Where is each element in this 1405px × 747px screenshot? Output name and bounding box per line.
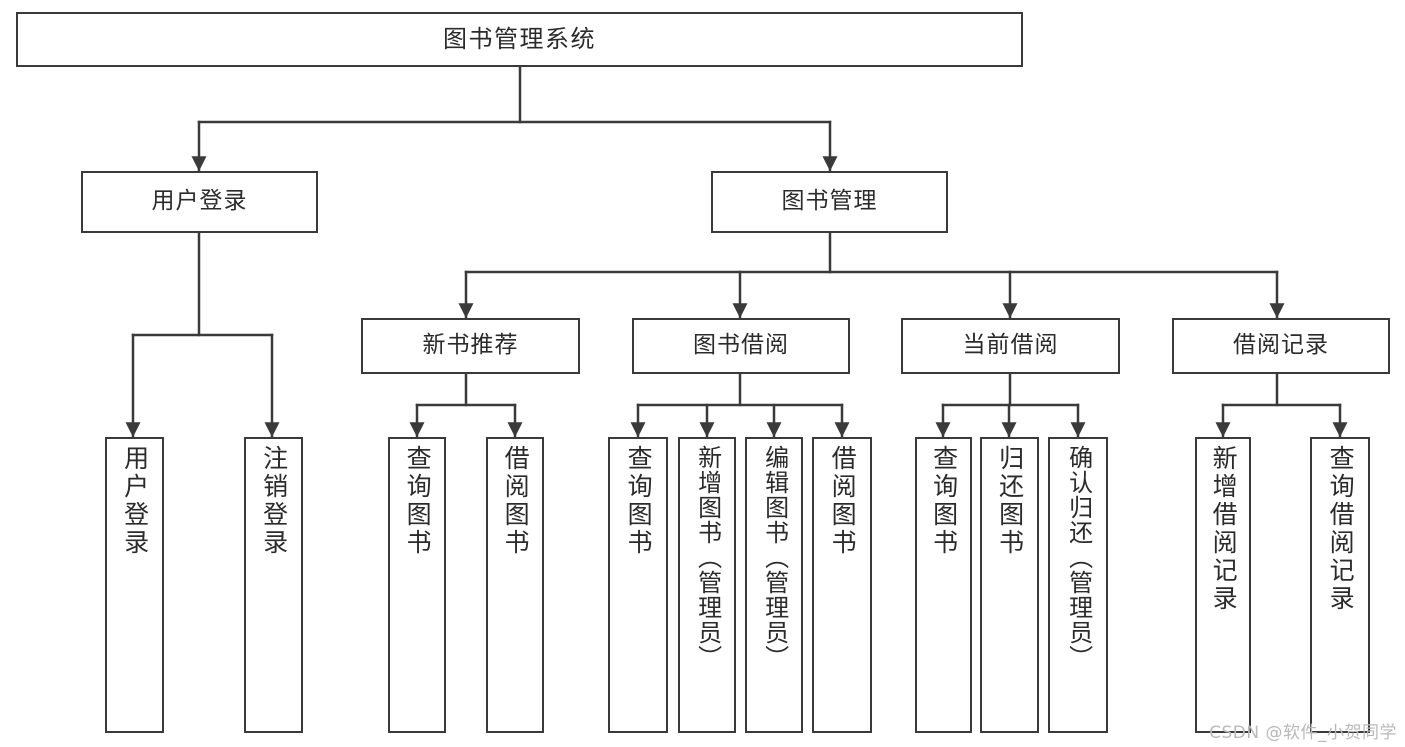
node-label-leaf-user-login: 用户登录 [120, 445, 150, 557]
node-label-leaf-query-borrow-record: 查询借阅记录 [1326, 445, 1356, 613]
node-label-book-management: 图书管理 [781, 188, 878, 215]
node-label-book-borrow: 图书借阅 [693, 332, 789, 359]
node-book-management[interactable]: 图书管理 [711, 171, 948, 233]
node-label-leaf-query-books-borrow: 查询图书 [624, 445, 654, 557]
node-user-login[interactable]: 用户登录 [81, 171, 318, 233]
node-leaf-query-books-current[interactable]: 查询图书 [915, 437, 972, 733]
node-book-borrow[interactable]: 图书借阅 [632, 318, 850, 374]
node-label-borrow-record: 借阅记录 [1233, 332, 1329, 359]
node-leaf-edit-book-admin[interactable]: 编辑图书（管理员） [745, 437, 803, 733]
node-leaf-borrow-books-recommend[interactable]: 借阅图书 [486, 437, 544, 733]
node-leaf-query-borrow-record[interactable]: 查询借阅记录 [1310, 437, 1370, 733]
node-label-current-borrow: 当前借阅 [962, 332, 1059, 359]
node-leaf-confirm-return-admin[interactable]: 确认归还（管理员） [1048, 437, 1108, 733]
node-label-leaf-logout: 注销登录 [259, 445, 289, 557]
node-label-leaf-confirm-return-admin: 确认归还（管理员） [1064, 445, 1093, 670]
node-leaf-add-borrow-record[interactable]: 新增借阅记录 [1195, 437, 1251, 733]
node-leaf-query-books-recommend[interactable]: 查询图书 [388, 437, 446, 733]
node-leaf-borrow-books[interactable]: 借阅图书 [812, 437, 872, 733]
node-root[interactable]: 图书管理系统 [16, 12, 1023, 67]
node-borrow-record[interactable]: 借阅记录 [1172, 318, 1390, 374]
csdn-watermark: CSDN @软件_小贺同学 [1209, 723, 1397, 743]
node-label-new-book-recommend: 新书推荐 [422, 332, 519, 359]
node-label-leaf-add-book-admin: 新增图书（管理员） [693, 445, 722, 670]
node-label-leaf-return-books: 归还图书 [995, 445, 1025, 557]
node-leaf-add-book-admin[interactable]: 新增图书（管理员） [678, 437, 736, 733]
node-label-leaf-query-books-recommend: 查询图书 [403, 445, 433, 557]
node-leaf-logout[interactable]: 注销登录 [244, 437, 303, 733]
node-new-book-recommend[interactable]: 新书推荐 [361, 318, 580, 374]
node-leaf-query-books-borrow[interactable]: 查询图书 [608, 437, 668, 733]
node-label-user-login: 用户登录 [151, 188, 248, 215]
node-current-borrow[interactable]: 当前借阅 [901, 318, 1120, 374]
node-label-leaf-borrow-books-recommend: 借阅图书 [501, 445, 531, 557]
node-label-leaf-add-borrow-record: 新增借阅记录 [1209, 445, 1239, 613]
node-label-root: 图书管理系统 [443, 25, 596, 54]
node-leaf-user-login[interactable]: 用户登录 [105, 437, 164, 733]
node-leaf-return-books[interactable]: 归还图书 [980, 437, 1039, 733]
node-label-leaf-borrow-books: 借阅图书 [828, 445, 858, 557]
node-label-leaf-edit-book-admin: 编辑图书（管理员） [760, 445, 789, 670]
node-label-leaf-query-books-current: 查询图书 [929, 445, 959, 557]
